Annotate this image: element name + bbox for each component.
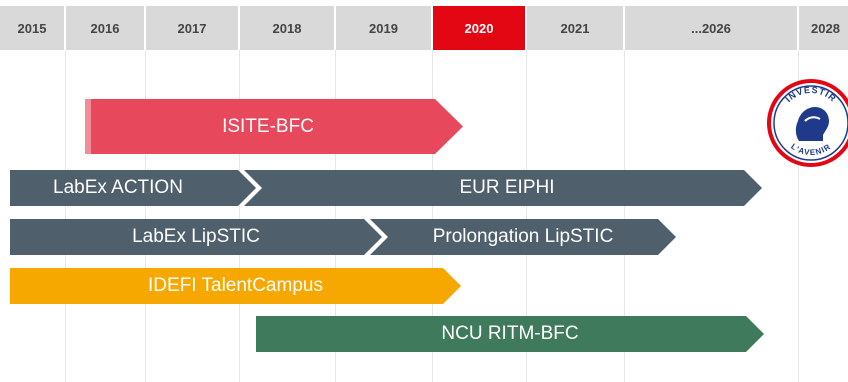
- bar-ncu-ritm-bfc: NCU RITM-BFC: [256, 316, 764, 352]
- bar-eur-eiphi: EUR EIPHI: [244, 170, 762, 206]
- gridline: [526, 50, 527, 382]
- year-2019: 2019: [336, 6, 431, 50]
- bar-prolongation-lipstic: Prolongation LipSTIC: [370, 219, 676, 255]
- gridline: [624, 50, 625, 382]
- bar-prolongation-lipstic-label: Prolongation LipSTIC: [432, 226, 614, 247]
- year-2018: 2018: [240, 6, 334, 50]
- bar-labex-action: LabEx ACTION: [10, 170, 256, 206]
- bar-isite-bfc-edge: [85, 99, 91, 154]
- gridline: [432, 50, 433, 382]
- bar-labex-lipstic: LabEx LipSTIC: [10, 219, 382, 255]
- year-2017: 2017: [146, 6, 238, 50]
- bar-isite-bfc-label: ISITE-BFC: [222, 115, 314, 137]
- bar-idefi-talentcampus-label: IDEFI TalentCampus: [148, 275, 323, 296]
- bar-labex-action-label: LabEx ACTION: [53, 177, 183, 198]
- year-2015: 2015: [0, 6, 64, 50]
- bar-eur-eiphi-label: EUR EIPHI: [459, 177, 555, 198]
- year-2021: 2021: [527, 6, 623, 50]
- logo-hair-icon: [804, 116, 821, 122]
- year-2026: ...2026: [625, 6, 797, 50]
- gridline: [798, 50, 799, 382]
- gridline: [239, 50, 240, 382]
- bar-ncu-ritm-bfc-label: NCU RITM-BFC: [441, 323, 579, 344]
- gridline: [65, 50, 66, 382]
- year-2016: 2016: [66, 6, 144, 50]
- investir-lavenir-logo: INVESTIR L'AVENIR: [765, 77, 848, 169]
- bar-isite-bfc: ISITE-BFC: [85, 99, 463, 154]
- year-2020: 2020: [433, 6, 525, 50]
- logo-head-icon: [795, 107, 829, 141]
- gridline: [145, 50, 146, 382]
- year-2028: 2028: [799, 6, 848, 50]
- bar-labex-lipstic-label: LabEx LipSTIC: [132, 226, 260, 247]
- bar-idefi-talentcampus: IDEFI TalentCampus: [10, 268, 461, 304]
- gridline: [335, 50, 336, 382]
